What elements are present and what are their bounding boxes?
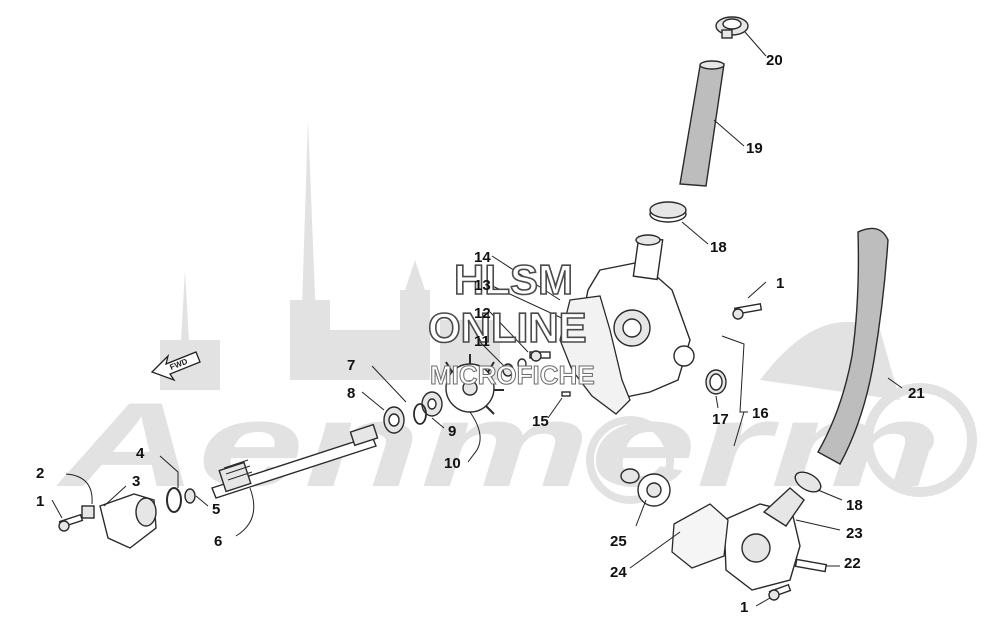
part-11-washer	[502, 358, 527, 377]
callout-1-bottom: 1	[740, 599, 748, 616]
part-6-pump-shaft	[211, 423, 379, 499]
watermark-text: HLSM ONLINE MICROFICHE	[427, 255, 595, 390]
callout-1-upper: 1	[776, 275, 784, 292]
part-1-bolt-left	[58, 513, 84, 532]
part-8-bearing	[383, 406, 405, 434]
part-4-o-ring	[166, 487, 182, 513]
callout-5: 5	[212, 501, 220, 518]
fwd-arrow-icon: FWD	[150, 351, 201, 382]
callout-10: 10	[444, 455, 461, 472]
part-3-shaft-cover	[99, 493, 157, 549]
part-14-gasket	[559, 295, 631, 415]
part-21-coolant-hose	[817, 227, 889, 465]
part-5-washer	[184, 488, 196, 504]
callout-7: 7	[347, 357, 355, 374]
part-24-gasket	[671, 503, 729, 569]
callout-23: 23	[846, 525, 863, 542]
callout-17: 17	[712, 411, 729, 428]
callout-19: 19	[746, 140, 763, 157]
part-12-bolt	[529, 350, 551, 362]
callout-18: 18	[710, 239, 727, 256]
part-7-circlip	[413, 403, 427, 425]
part-20-hose-clamp	[715, 16, 749, 39]
callout-16: 16	[752, 405, 769, 422]
callout-15: 15	[532, 413, 549, 430]
callout-2: 2	[36, 465, 44, 482]
part-18-hose-clamp-lower	[794, 471, 822, 493]
watermark-line2: ONLINE	[428, 304, 587, 351]
part-22-bolt	[794, 558, 828, 573]
part-10-impeller	[445, 354, 504, 415]
callout-4: 4	[136, 445, 145, 462]
callout-18-lower: 18	[846, 497, 863, 514]
part-25-thermostat	[620, 468, 671, 507]
part-9-seal	[421, 391, 443, 417]
part-23-thermostat-cover	[723, 487, 805, 591]
part-19-coolant-hose	[679, 60, 725, 187]
part-1-bolt-bottom	[768, 583, 792, 601]
callout-11: 11	[474, 333, 490, 350]
callout-1-left: 1	[36, 493, 44, 510]
callout-24: 24	[610, 564, 627, 581]
callout-12: 12	[474, 305, 491, 322]
part-15-pin	[561, 391, 571, 397]
part-1-bolt-upper	[732, 302, 763, 320]
callout-13: 13	[474, 277, 491, 294]
watermark-line3: MICROFICHE	[430, 360, 595, 390]
callout-8: 8	[347, 385, 355, 402]
callout-labels: 20 19 18 14 13 12 11 1 7 8 9 10 15 17 16…	[36, 52, 925, 616]
callout-14: 14	[474, 249, 491, 266]
callout-21: 21	[908, 385, 925, 402]
callout-22: 22	[844, 555, 861, 572]
leader-lines	[51, 31, 903, 607]
part-2-clip	[81, 505, 95, 519]
callout-3: 3	[132, 473, 140, 490]
callout-20: 20	[766, 52, 783, 69]
callout-6: 6	[214, 533, 222, 550]
part-18-hose-clamp	[649, 201, 687, 223]
part-17-o-ring	[705, 369, 727, 395]
callout-9: 9	[448, 423, 456, 440]
callout-25: 25	[610, 533, 627, 550]
watermark-line1: HLSM	[454, 256, 573, 303]
